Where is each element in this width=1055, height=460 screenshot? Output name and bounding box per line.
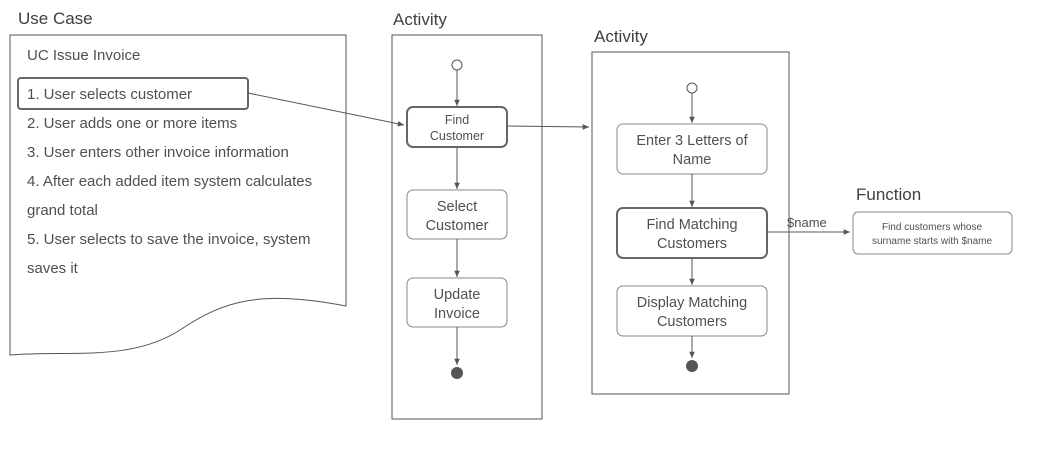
start-node-2 (686, 82, 698, 94)
select-customer-label-2: Customer (426, 218, 489, 234)
enter-letters-label-1: Enter 3 Letters of (636, 133, 748, 149)
end-node-2 (686, 360, 698, 372)
function-box (852, 211, 1013, 255)
use-case-title: UC Issue Invoice (27, 47, 140, 64)
activity-heading-1: Activity (393, 10, 447, 29)
start-node-1 (451, 59, 463, 71)
use-case-step-5-cont: saves it (27, 260, 79, 277)
connector-find-customer-to-activity-2 (506, 124, 590, 130)
use-case-step-1: 1. User selects customer (27, 86, 192, 103)
function-heading: Function (856, 185, 921, 204)
update-invoice-label-2: Invoice (434, 306, 480, 322)
find-customer-label-2: Customer (430, 129, 484, 143)
use-case-step-2: 2. User adds one or more items (27, 115, 237, 132)
connector-step1-to-find-customer (247, 92, 405, 127)
end-node-1 (451, 367, 463, 379)
find-customer-label-1: Find (445, 113, 469, 127)
use-case-step-5: 5. User selects to save the invoice, sys… (27, 231, 310, 248)
select-customer-label-1: Select (437, 199, 477, 215)
find-matching-label-1: Find Matching (646, 217, 737, 233)
enter-letters-label-2: Name (673, 152, 712, 168)
use-case-step-4: 4. After each added item system calculat… (27, 173, 312, 190)
edge-label-name: $name (787, 215, 827, 230)
find-matching-label-2: Customers (657, 236, 727, 252)
function-text-2: surname starts with $name (872, 236, 992, 247)
update-invoice-label-1: Update (434, 287, 481, 303)
display-matching-label-1: Display Matching (637, 295, 747, 311)
use-case-step-4-cont: grand total (27, 202, 98, 219)
activity-heading-2: Activity (594, 27, 648, 46)
use-case-document (9, 34, 347, 356)
use-case-step-3: 3. User enters other invoice information (27, 144, 289, 161)
function-text-1: Find customers whose (882, 222, 982, 233)
display-matching-label-2: Customers (657, 314, 727, 330)
use-case-heading: Use Case (18, 9, 93, 28)
